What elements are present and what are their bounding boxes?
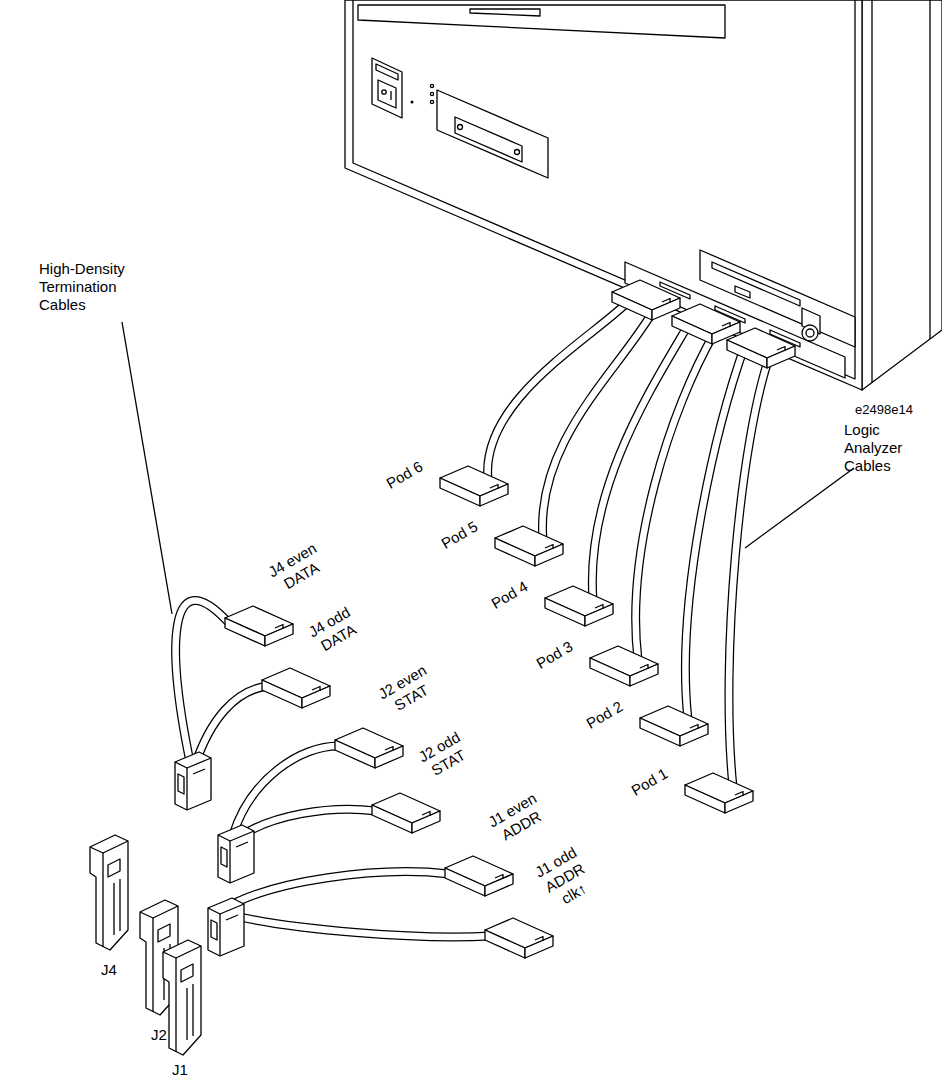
pod-connectors xyxy=(440,466,753,813)
callout-label: Logic Analyzer Cables xyxy=(844,421,916,475)
pod-label: Pod 5 xyxy=(439,517,482,552)
pod-label: Pod 1 xyxy=(629,764,672,799)
figure-id: e2498e14 xyxy=(855,401,913,419)
label-text: e2498e14 xyxy=(855,401,913,419)
label-text: J2 xyxy=(151,1026,167,1044)
leader-line xyxy=(122,322,172,614)
high-density-plugs xyxy=(175,752,254,956)
label-text: High-Density Termination Cables xyxy=(39,260,151,314)
cable-end-label: J1 odd ADDR clk↑ xyxy=(526,840,603,916)
termination-ends xyxy=(225,606,553,958)
front-panel xyxy=(345,0,862,390)
pod-label: Pod 2 xyxy=(584,697,627,732)
connector-name: J2 xyxy=(151,1026,167,1044)
label-text: J1 xyxy=(172,1061,188,1079)
housing-side xyxy=(862,0,942,390)
node-text: J2 even STAT xyxy=(373,660,441,720)
connector-name: J1 xyxy=(172,1061,188,1079)
node-text: Pod 1 xyxy=(629,764,672,799)
cable-end-label: J4 even DATA xyxy=(263,538,331,598)
node-text: J1 odd ADDR clk↑ xyxy=(526,840,603,916)
target-receptacles xyxy=(90,835,201,1055)
cable-end-label: J4 odd DATA xyxy=(300,600,368,660)
connector-name: J4 xyxy=(101,961,117,979)
cable-end-label: J1 even ADDR xyxy=(483,788,551,848)
pod-label: Pod 6 xyxy=(384,457,427,492)
interface-panel xyxy=(437,90,548,178)
ground-post xyxy=(802,325,818,341)
node-text: J4 odd DATA xyxy=(300,600,368,660)
node-text: Pod 6 xyxy=(384,457,427,492)
node-text: J1 even ADDR xyxy=(483,788,551,848)
node-text: Pod 2 xyxy=(584,697,627,732)
ribbon-cables xyxy=(176,300,770,937)
node-text: Pod 5 xyxy=(439,517,482,552)
node-text: J2 odd STAT xyxy=(410,725,478,785)
label-text: Logic Analyzer Cables xyxy=(844,421,916,475)
callout-label: High-Density Termination Cables xyxy=(39,260,151,314)
cable-end-label: J2 odd STAT xyxy=(410,725,478,785)
node-text: Pod 3 xyxy=(534,637,577,672)
node-text: Pod 4 xyxy=(489,577,532,612)
label-text: J4 xyxy=(101,961,117,979)
analyzer-plugs xyxy=(612,280,795,368)
node-text: J4 even DATA xyxy=(263,538,331,598)
pod-label: Pod 3 xyxy=(534,637,577,672)
cable-end-label: J2 even STAT xyxy=(373,660,441,720)
leader-line xyxy=(745,468,854,548)
power-switch xyxy=(372,58,402,118)
pod-label: Pod 4 xyxy=(489,577,532,612)
label-strip xyxy=(358,5,725,38)
